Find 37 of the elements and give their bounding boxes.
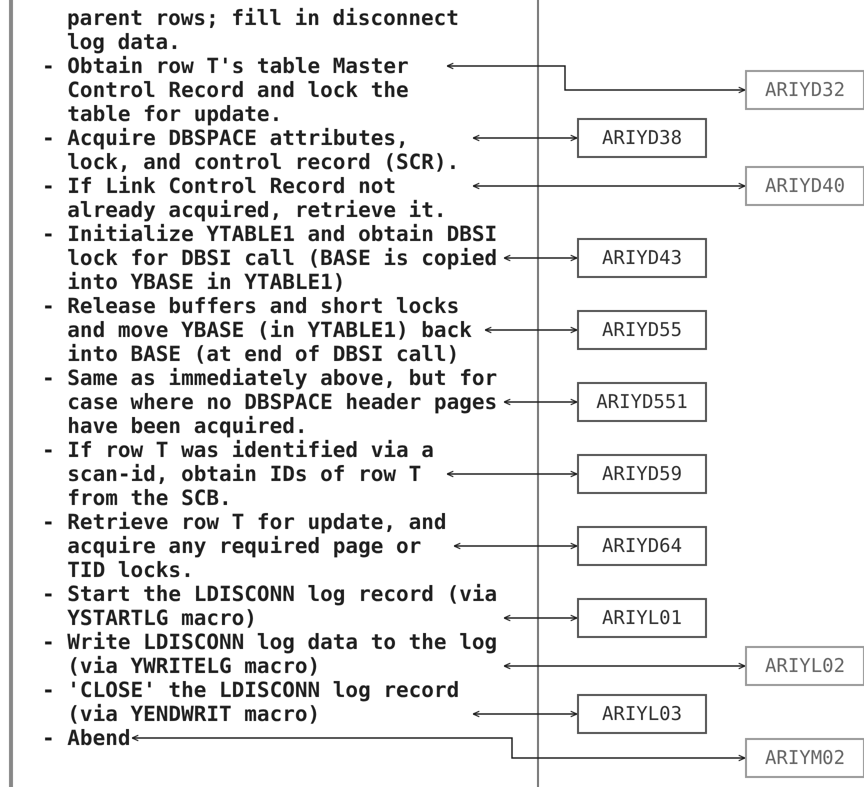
module-box: ARIYL03 <box>577 694 707 734</box>
double-arrow <box>503 254 578 262</box>
module-box: ARIYD32 <box>745 70 864 110</box>
step-text: - Release buffers and short locks and move YBASE (in YTABLE1) back into BASE (at end of DBSI call) <box>42 294 484 366</box>
step-text: - Write LDISCONN log data to the log (via YWRITELG macro) <box>42 630 504 678</box>
step-text: - Acquire DBSPACE attributes, lock, and control record (SCR). <box>42 126 472 174</box>
double-arrow <box>472 134 578 142</box>
continued-text: parent rows; fill in disconnect log data. <box>67 6 460 54</box>
module-box: ARIYD40 <box>745 166 864 206</box>
double-arrow <box>503 398 578 406</box>
module-box: ARIYD38 <box>577 118 707 158</box>
step-text: - Start the LDISCONN log record (via YSTARTLG macro) <box>42 582 504 630</box>
step-text: - If Link Control Record not already acquired, retrieve it. <box>42 174 472 222</box>
step-text: - If row T was identified via a scan-id, obtain IDs of row T from the SCB. <box>42 438 446 510</box>
double-arrow <box>472 182 746 190</box>
double-arrow <box>131 734 746 762</box>
step-text: - Obtain row T's table Master Control Record and lock the table for update. <box>42 54 446 126</box>
double-arrow <box>484 326 578 334</box>
double-arrow <box>503 662 746 670</box>
step-text: - Same as immediately above, but for case where no DBSPACE header pages have been acquired. <box>42 366 504 438</box>
module-box: ARIYD59 <box>577 454 707 494</box>
module-box: ARIYD64 <box>577 526 707 566</box>
module-box: ARIYD551 <box>577 382 707 422</box>
module-box: ARIYL02 <box>745 646 864 686</box>
double-arrow <box>453 542 578 550</box>
step-text: - 'CLOSE' the LDISCONN log record (via YENDWRIT macro) <box>42 678 472 726</box>
module-box: ARIYD43 <box>577 238 707 278</box>
double-arrow <box>503 614 578 622</box>
module-box: ARIYD55 <box>577 310 707 350</box>
module-box: ARIYM02 <box>745 738 864 778</box>
double-arrow <box>446 62 746 94</box>
step-text: - Initialize YTABLE1 and obtain DBSI lock for DBSI call (BASE is copied into YBASE in YTABLE1) <box>42 222 504 294</box>
double-arrow <box>472 710 578 718</box>
double-arrow <box>446 470 578 478</box>
module-box: ARIYL01 <box>577 598 707 638</box>
step-text: - Retrieve row T for update, and acquire any required page or TID locks. <box>42 510 453 582</box>
step-text: - Abend <box>42 726 131 750</box>
